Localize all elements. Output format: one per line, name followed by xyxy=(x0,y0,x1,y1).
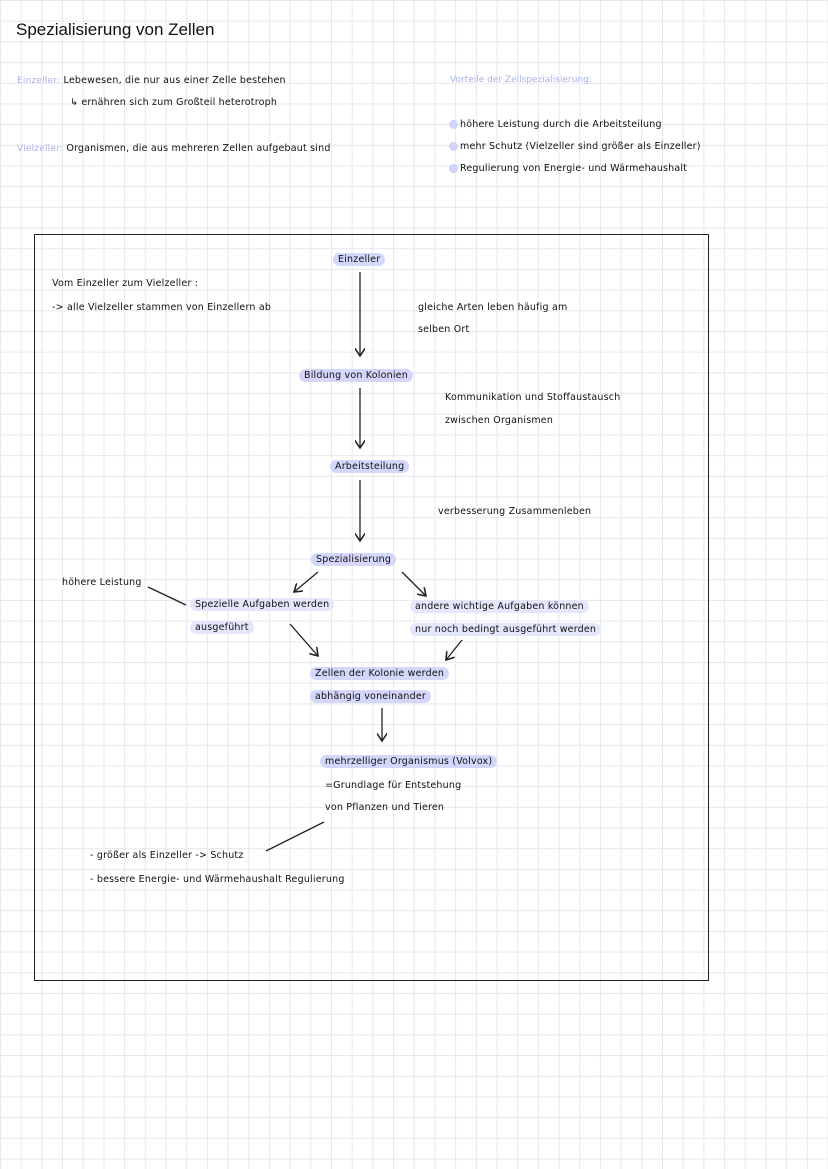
note-gleiche-2: selben Ort xyxy=(418,324,470,335)
node-spezielle-1: Spezielle Aufgaben werden xyxy=(190,598,335,611)
intro-title: Vom Einzeller zum Vielzeller : xyxy=(52,278,199,289)
node-einzeller: Einzeller xyxy=(333,253,386,266)
node-organismus: mehrzelliger Organismus (Volvox) xyxy=(320,755,498,768)
node-grundlage-2: von Pflanzen und Tieren xyxy=(325,802,445,813)
intro-text: -> alle Vielzeller stammen von Einzeller… xyxy=(52,302,272,313)
note-bessere: - bessere Energie- und Wärmehaushalt Reg… xyxy=(90,874,345,885)
node-andere-1: andere wichtige Aufgaben können xyxy=(410,600,589,613)
bullet-icon xyxy=(449,142,458,151)
node-kolonien: Bildung von Kolonien xyxy=(299,369,413,382)
note-groesser: - größer als Einzeller -> Schutz xyxy=(90,850,244,861)
bullet-icon xyxy=(449,120,458,129)
vielzeller-text: Organismen, die aus mehreren Zellen aufg… xyxy=(66,143,331,154)
note-verbesserung: verbesserung Zusammenleben xyxy=(438,506,592,517)
vielzeller-definition: Vielzeller: Organismen, die aus mehreren… xyxy=(17,143,331,154)
note-gleiche-1: gleiche Arten leben häufig am xyxy=(418,302,568,313)
diagram-frame xyxy=(34,234,709,981)
advantage-item: mehr Schutz (Vielzeller sind größer als … xyxy=(449,141,701,152)
node-abhaengig-2: abhängig voneinander xyxy=(310,690,432,703)
einzeller-sub: ↳ ernähren sich zum Großteil heterotroph xyxy=(70,97,278,108)
advantage-item: Regulierung von Energie- und Wärmehausha… xyxy=(449,163,687,174)
einzeller-definition: Einzeller: Lebewesen, die nur aus einer … xyxy=(17,75,286,86)
note-hoehere-leistung: höhere Leistung xyxy=(62,577,142,588)
note-kommunikation-2: zwischen Organismen xyxy=(445,415,554,426)
bullet-icon xyxy=(449,164,458,173)
advantage-item: höhere Leistung durch die Arbeitsteilung xyxy=(449,119,662,130)
advantages-heading: Vorteile der Zellspezialisierung: xyxy=(450,75,592,85)
vielzeller-term: Vielzeller: xyxy=(17,144,64,154)
einzeller-term: Einzeller: xyxy=(17,76,61,86)
einzeller-text: Lebewesen, die nur aus einer Zelle beste… xyxy=(63,75,286,86)
node-andere-2: nur noch bedingt ausgeführt werden xyxy=(410,623,602,636)
node-grundlage-1: =Grundlage für Entstehung xyxy=(325,780,462,791)
node-abhaengig-1: Zellen der Kolonie werden xyxy=(310,667,450,680)
note-kommunikation-1: Kommunikation und Stoffaustausch xyxy=(445,392,621,403)
node-arbeitsteilung: Arbeitsteilung xyxy=(330,460,410,473)
page-title: Spezialisierung von Zellen xyxy=(16,20,215,39)
node-spezielle-2: ausgeführt xyxy=(190,621,254,634)
node-spezialisierung: Spezialisierung xyxy=(311,553,397,566)
